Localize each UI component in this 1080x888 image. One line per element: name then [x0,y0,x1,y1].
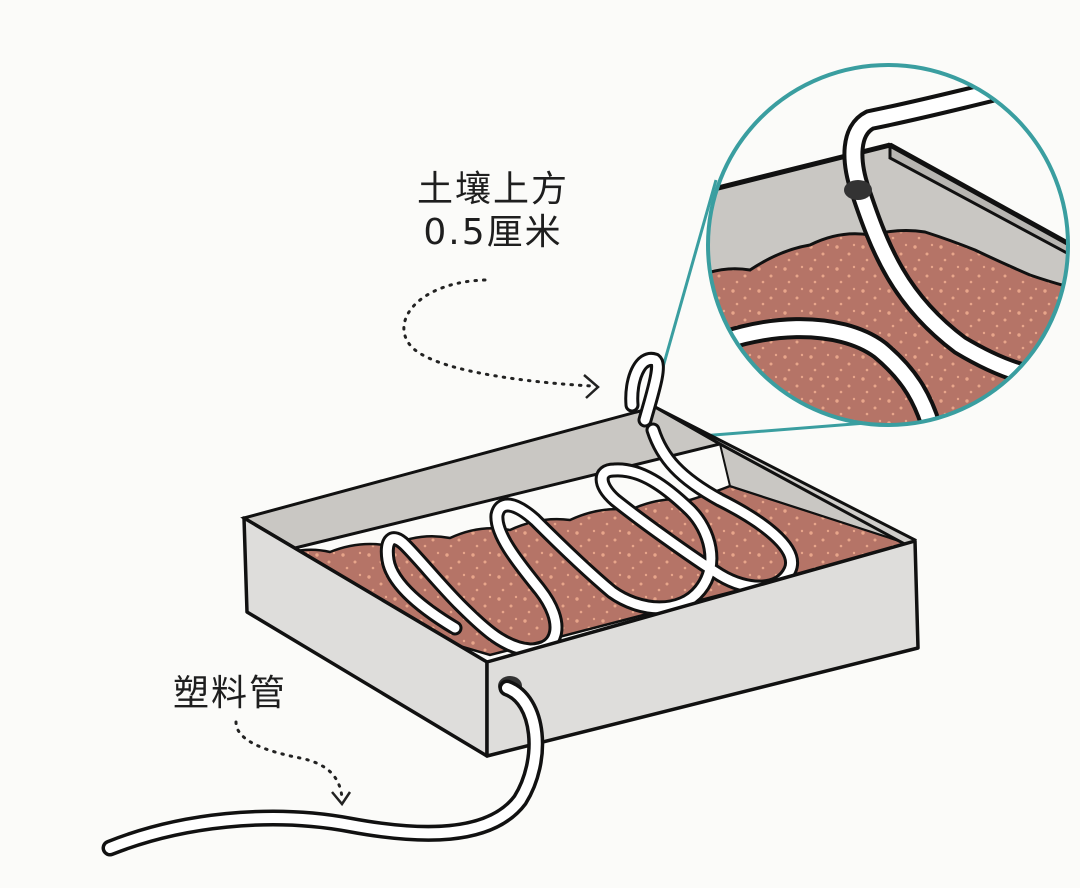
seedling-box [240,351,920,758]
arrow-to-tube [234,720,352,807]
tube-label: 塑料管 [172,673,287,714]
magnifier-ring [706,63,1070,427]
soil-offset-label-line2: 0.5厘米 [423,212,563,254]
plastic-tube [101,679,545,857]
box-front-right-wall [485,539,920,758]
soil-offset-label-line1: 土壤上方 [416,169,569,210]
soil-offset-label: 土壤上方 0.5厘米 [378,168,608,254]
magnifier-lens [706,63,1070,427]
arrow-to-soil-offset [402,278,600,399]
